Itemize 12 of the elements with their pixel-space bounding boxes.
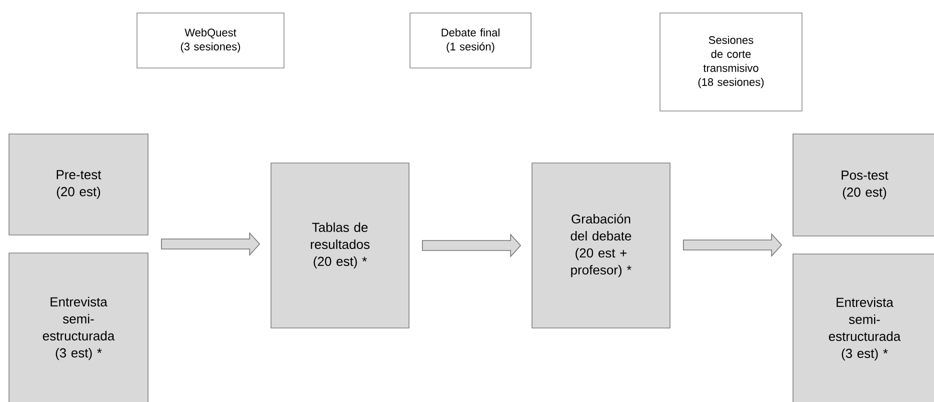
block-arrow <box>422 233 522 258</box>
process-box: Grabación del debate (20 est + profesor) * <box>532 162 670 328</box>
phase-box: Debate final (1 sesión) <box>410 12 532 68</box>
block-arrow <box>683 232 782 258</box>
process-box: Tablas de resultados (20 est) * <box>270 162 410 328</box>
process-box: Pos-test (20 est) <box>792 134 934 236</box>
phase-box: WebQuest (3 sesiones) <box>136 12 284 68</box>
block-arrow <box>161 232 260 256</box>
process-box: Pre-test (20 est) <box>8 134 148 236</box>
process-box: Entrevista semi- estructurada (3 est) * <box>792 254 934 402</box>
phase-box: Sesiones de corte transmisivo (18 sesiones) <box>660 12 802 112</box>
process-box: Entrevista semi- estructurada (3 est) * <box>8 252 148 402</box>
